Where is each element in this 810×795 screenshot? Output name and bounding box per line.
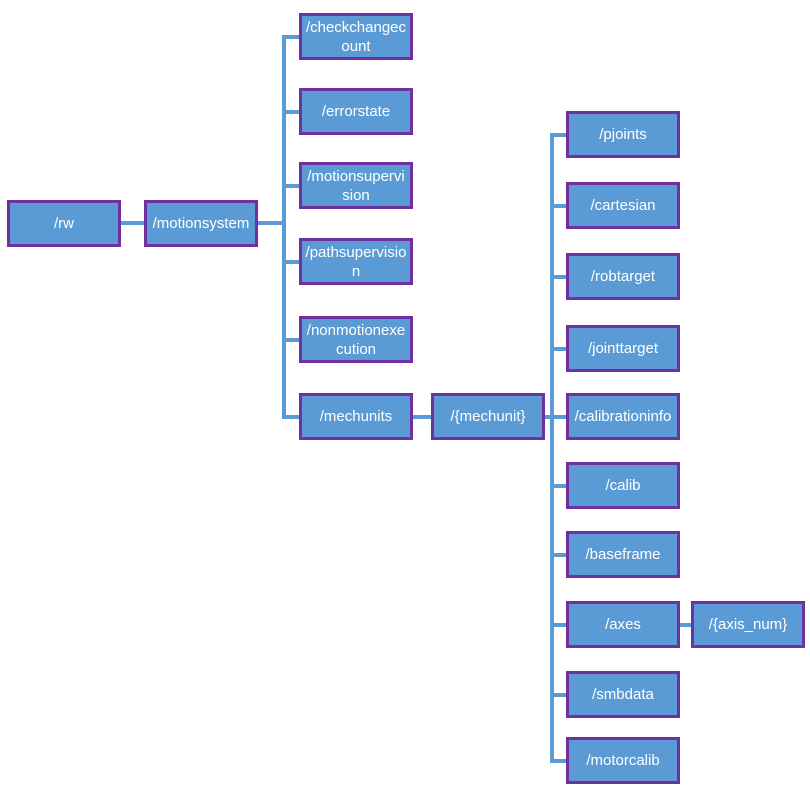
node-axis-num-label: /{axis_num} <box>708 616 788 633</box>
connector-stub-pjoints <box>550 133 566 137</box>
connector-stub-robtarget <box>550 275 566 279</box>
node-mechunits: /mechunits <box>299 393 413 440</box>
connector-trunk-mechunit-children <box>550 133 554 763</box>
node-calibrationinfo-label: /calibrationinfo <box>574 408 672 425</box>
node-motionsupervision-label: /motionsupervision <box>307 167 405 204</box>
connector-stub-mechunits <box>282 415 299 419</box>
node-mechunit-label: /{mechunit} <box>450 408 526 425</box>
node-cartesian: /cartesian <box>566 182 680 229</box>
node-axes-label: /axes <box>605 616 641 633</box>
node-calib-label: /calib <box>605 477 641 494</box>
node-mechunits-label: /mechunits <box>319 408 393 425</box>
node-motionsupervision: /motionsupervision <box>299 162 413 209</box>
connector-stub-smbdata <box>550 693 566 697</box>
connector-stub-motionsupervision <box>282 184 299 188</box>
node-pathsupervision-label: /pathsupervision <box>305 243 407 280</box>
connector-stub-calib <box>550 484 566 488</box>
node-checkchangecount: /checkchangecount <box>299 13 413 60</box>
connector-stub-motorcalib <box>550 759 566 763</box>
node-nonmotionexecution-label: /nonmotionexecution <box>306 321 406 358</box>
connector-stub-pathsupervision <box>282 260 299 264</box>
connector-stub-calibrationinfo <box>550 415 566 419</box>
connector-stub-checkchangecount <box>282 35 299 39</box>
node-smbdata: /smbdata <box>566 671 680 718</box>
node-errorstate: /errorstate <box>299 88 413 135</box>
connector-axes-axisnum <box>680 623 691 627</box>
node-motorcalib: /motorcalib <box>566 737 680 784</box>
node-calib: /calib <box>566 462 680 509</box>
node-axes: /axes <box>566 601 680 648</box>
connector-mechunit-trunk <box>545 415 554 419</box>
connector-mechunits-mechunit <box>413 415 431 419</box>
node-checkchangecount-label: /checkchangecount <box>305 18 407 55</box>
node-motorcalib-label: /motorcalib <box>586 752 660 769</box>
node-rw: /rw <box>7 200 121 247</box>
node-jointtarget: /jointtarget <box>566 325 680 372</box>
connector-stub-jointtarget <box>550 347 566 351</box>
connector-rw-motionsystem <box>121 221 144 225</box>
node-pjoints-label: /pjoints <box>599 126 647 143</box>
connector-stub-axes <box>550 623 566 627</box>
node-motionsystem-label: /motionsystem <box>152 215 250 232</box>
node-jointtarget-label: /jointtarget <box>587 340 659 357</box>
connector-stub-baseframe <box>550 553 566 557</box>
connector-motionsystem-trunk <box>258 221 286 225</box>
node-pjoints: /pjoints <box>566 111 680 158</box>
node-baseframe: /baseframe <box>566 531 680 578</box>
node-nonmotionexecution: /nonmotionexecution <box>299 316 413 363</box>
connector-stub-errorstate <box>282 110 299 114</box>
node-robtarget: /robtarget <box>566 253 680 300</box>
node-motionsystem: /motionsystem <box>144 200 258 247</box>
node-smbdata-label: /smbdata <box>592 686 654 703</box>
node-calibrationinfo: /calibrationinfo <box>566 393 680 440</box>
node-cartesian-label: /cartesian <box>590 197 656 214</box>
node-rw-label: /rw <box>54 215 74 232</box>
node-errorstate-label: /errorstate <box>321 103 391 120</box>
connector-stub-cartesian <box>550 204 566 208</box>
node-baseframe-label: /baseframe <box>585 546 661 563</box>
node-pathsupervision: /pathsupervision <box>299 238 413 285</box>
node-axis-num: /{axis_num} <box>691 601 805 648</box>
node-robtarget-label: /robtarget <box>590 268 656 285</box>
connector-stub-nonmotionexecution <box>282 338 299 342</box>
connector-trunk-motionsystem-children <box>282 35 286 419</box>
node-mechunit: /{mechunit} <box>431 393 545 440</box>
